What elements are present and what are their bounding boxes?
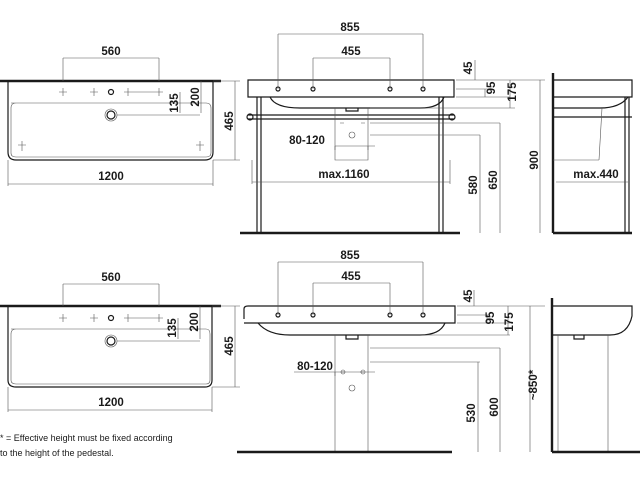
top-front-view: 855 455 80-120 max.1160 45 95 175 900 58… bbox=[240, 22, 545, 235]
dim-175: 175 bbox=[507, 82, 519, 102]
bottom-plan-view: 560 135 200 465 1200 bbox=[0, 272, 240, 412]
dim-560: 560 bbox=[101, 272, 120, 284]
dim-175: 175 bbox=[504, 312, 516, 332]
dim-200: 200 bbox=[189, 312, 201, 331]
dim-1200: 1200 bbox=[98, 397, 124, 409]
top-plan-view: 560 135 200 465 1200 bbox=[0, 46, 240, 186]
dim-650: 650 bbox=[488, 170, 500, 189]
dim-45: 45 bbox=[463, 289, 475, 302]
dim-135: 135 bbox=[169, 93, 181, 113]
bottom-front-view: 855 455 80-120 45 95 175 ~850* 530 600 bbox=[237, 250, 545, 454]
bottom-side-view bbox=[550, 298, 640, 454]
dim-560: 560 bbox=[101, 46, 120, 58]
dim-80-120: 80-120 bbox=[297, 361, 333, 373]
dim-580: 580 bbox=[468, 175, 480, 194]
tap-hole-markers bbox=[18, 88, 204, 151]
dim-855: 855 bbox=[340, 22, 360, 34]
dim-135: 135 bbox=[167, 318, 179, 338]
dim-465: 465 bbox=[224, 336, 236, 356]
dim-455: 455 bbox=[341, 46, 361, 58]
dim-530: 530 bbox=[466, 403, 478, 422]
dim-600: 600 bbox=[489, 397, 501, 416]
dim-200: 200 bbox=[190, 87, 202, 106]
dim-455: 455 bbox=[341, 271, 361, 283]
dim-95: 95 bbox=[486, 81, 498, 94]
dim-max-1160: max.1160 bbox=[318, 169, 369, 181]
top-side-view: max.440 bbox=[551, 73, 633, 235]
footnote-line-1: * = Effective height must be fixed accor… bbox=[0, 433, 173, 443]
dim-45: 45 bbox=[463, 61, 475, 74]
dim-900: 900 bbox=[529, 150, 541, 169]
dim-855: 855 bbox=[340, 250, 360, 262]
dim-850: ~850* bbox=[528, 369, 540, 400]
dim-80-120: 80-120 bbox=[289, 135, 325, 147]
dim-465: 465 bbox=[224, 111, 236, 131]
dim-1200: 1200 bbox=[98, 171, 124, 183]
dim-95: 95 bbox=[485, 311, 497, 324]
footnote-line-2: to the height of the pedestal. bbox=[0, 448, 114, 458]
dim-max-440: max.440 bbox=[573, 169, 618, 181]
tap-holes bbox=[275, 86, 426, 92]
